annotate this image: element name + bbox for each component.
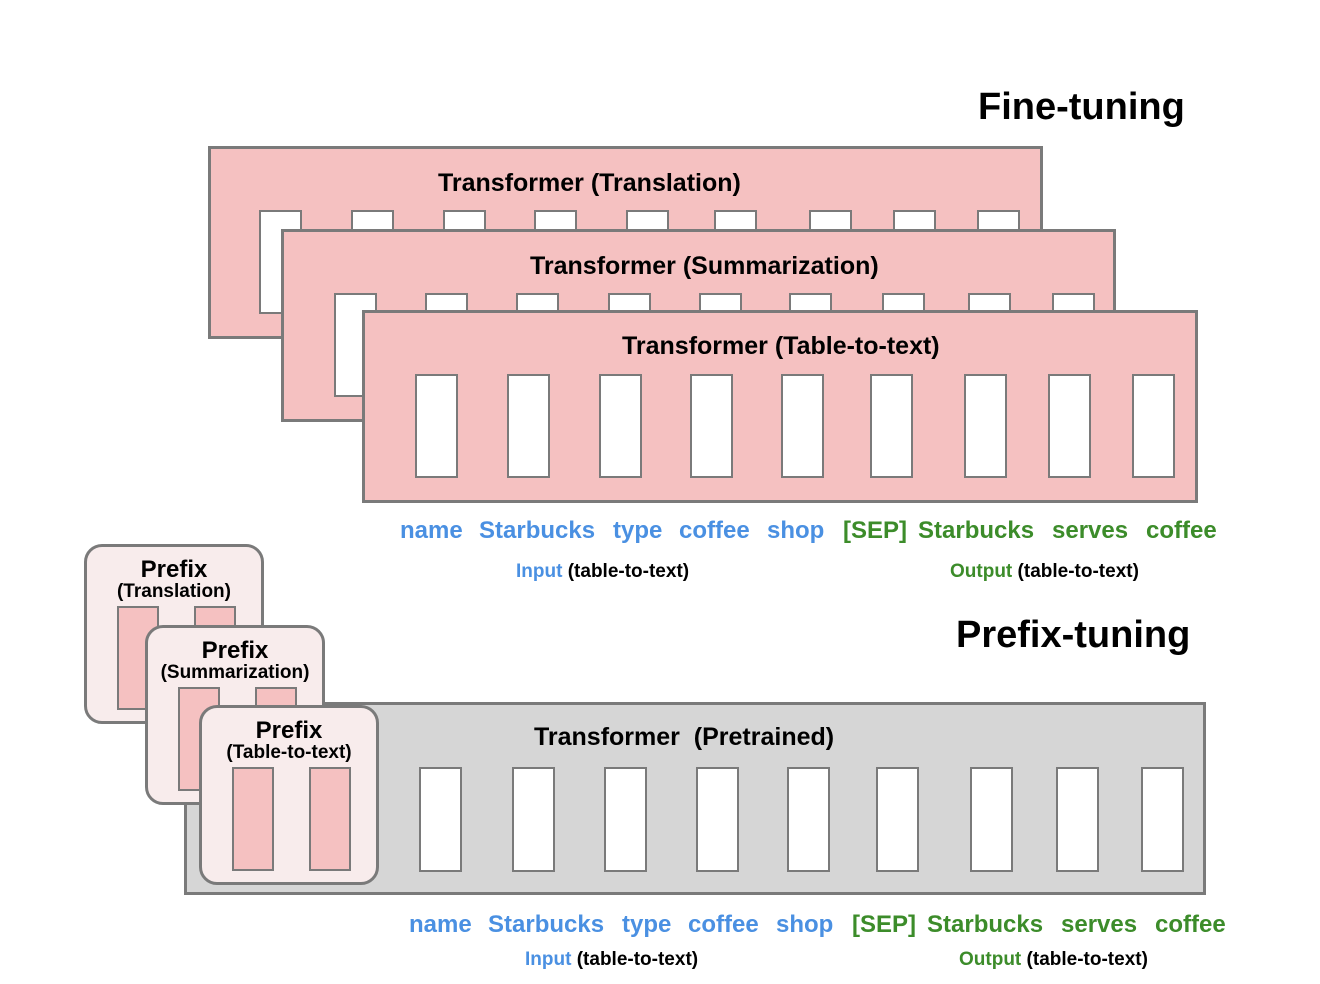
prefix-summarization-title: Prefix bbox=[201, 637, 269, 664]
input-token: name bbox=[409, 911, 472, 938]
token-slot bbox=[1048, 374, 1091, 478]
prefix-token-slot bbox=[232, 767, 274, 871]
output-token: coffee bbox=[1146, 517, 1217, 544]
token-slot bbox=[507, 374, 550, 478]
input-token: coffee bbox=[688, 911, 759, 938]
prefix-summarization-task: (Summarization) bbox=[160, 662, 310, 683]
input-token: type bbox=[613, 517, 663, 544]
output-token: serves bbox=[1061, 911, 1138, 938]
token-slot bbox=[876, 767, 919, 872]
prefix-token-slot bbox=[309, 767, 351, 871]
transformer-table-to-text-label: Transformer (Table-to-text) bbox=[622, 332, 940, 360]
output-caption: Output (table-to-text) bbox=[950, 561, 1139, 583]
input-caption-word: Input bbox=[516, 561, 563, 582]
input-caption-task: (table-to-text) bbox=[576, 949, 699, 970]
token-slot bbox=[970, 767, 1013, 872]
output-caption: Output (table-to-text) bbox=[959, 949, 1148, 971]
output-token: serves bbox=[1052, 517, 1129, 544]
token-slot bbox=[964, 374, 1007, 478]
token-slot bbox=[1132, 374, 1175, 478]
input-token: type bbox=[622, 911, 672, 938]
output-token: [SEP] bbox=[852, 911, 917, 938]
token-slot bbox=[787, 767, 830, 872]
input-caption: Input (table-to-text) bbox=[516, 561, 689, 583]
prefix-tuning-title: Prefix-tuning bbox=[956, 614, 1191, 656]
token-slot bbox=[419, 767, 462, 872]
prefix-translation-title: Prefix bbox=[140, 556, 208, 583]
transformer-table-to-text-block: Transformer (Table-to-text) bbox=[362, 310, 1198, 503]
input-token: shop bbox=[776, 911, 834, 938]
output-caption-task: (table-to-text) bbox=[1026, 949, 1148, 970]
prefix-table-to-text-title: Prefix bbox=[255, 717, 323, 744]
token-slot bbox=[599, 374, 642, 478]
token-slot bbox=[604, 767, 647, 872]
output-token: Starbucks bbox=[927, 911, 1044, 938]
input-token: Starbucks bbox=[479, 517, 596, 544]
output-token: [SEP] bbox=[843, 517, 908, 544]
output-token: Starbucks bbox=[918, 517, 1035, 544]
token-slot bbox=[696, 767, 739, 872]
input-token: shop bbox=[767, 517, 825, 544]
fine-tuning-title: Fine-tuning bbox=[978, 86, 1185, 128]
input-caption-word: Input bbox=[525, 949, 572, 970]
transformer-summarization-label: Transformer (Summarization) bbox=[530, 252, 879, 280]
token-slot bbox=[415, 374, 458, 478]
token-slot bbox=[1141, 767, 1184, 872]
prefix-table-to-text-task: (Table-to-text) bbox=[226, 742, 352, 763]
transformer-pretrained-label: Transformer (Pretrained) bbox=[534, 723, 835, 751]
output-caption-task: (table-to-text) bbox=[1017, 561, 1139, 582]
input-token: coffee bbox=[679, 517, 750, 544]
output-caption-word: Output bbox=[950, 561, 1013, 582]
transformer-translation-label: Transformer (Translation) bbox=[438, 169, 741, 197]
token-slot bbox=[1056, 767, 1099, 872]
output-caption-word: Output bbox=[959, 949, 1022, 970]
prefix-translation-task: (Translation) bbox=[116, 581, 231, 602]
output-token: coffee bbox=[1155, 911, 1226, 938]
input-caption-task: (table-to-text) bbox=[567, 561, 690, 582]
token-slot bbox=[690, 374, 733, 478]
prefix-table-to-text-box: Prefix (Table-to-text) bbox=[199, 705, 379, 885]
input-token: name bbox=[400, 517, 463, 544]
token-slot bbox=[870, 374, 913, 478]
token-slot bbox=[781, 374, 824, 478]
token-slot bbox=[512, 767, 555, 872]
input-token: Starbucks bbox=[488, 911, 605, 938]
input-caption: Input (table-to-text) bbox=[525, 949, 698, 971]
